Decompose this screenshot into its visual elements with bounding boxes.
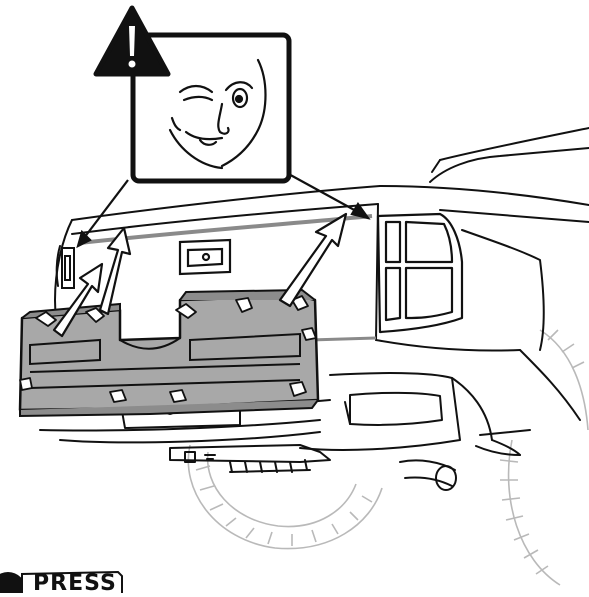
tailgate-handle xyxy=(180,240,230,274)
tailgate-pad xyxy=(20,290,318,416)
press-label: PRESS xyxy=(33,573,117,595)
arrow-right-upper xyxy=(280,214,346,306)
right-rear-tire xyxy=(500,330,588,585)
right-tail-light xyxy=(378,214,462,332)
body-side-stripe xyxy=(310,338,376,340)
left-tail-light xyxy=(62,248,74,288)
